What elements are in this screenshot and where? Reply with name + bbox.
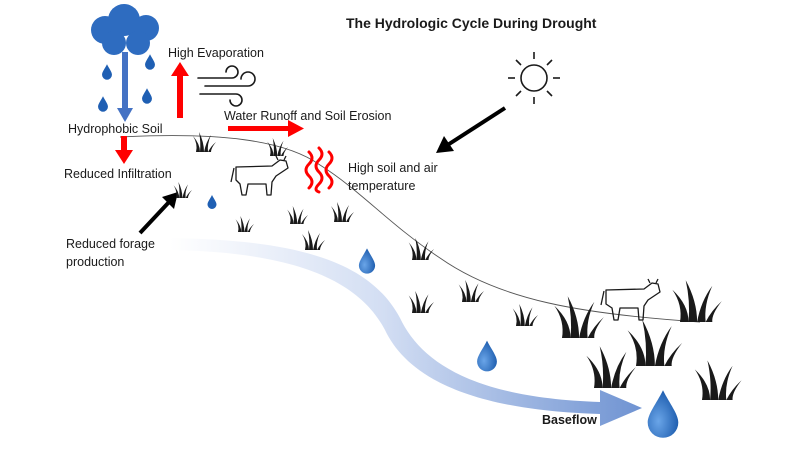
land-surface-line [119, 135, 701, 323]
grass-icon [672, 280, 722, 322]
grass-icon [458, 280, 484, 302]
grass-icon [586, 346, 636, 388]
label-hydrophobic-soil: Hydrophobic Soil [68, 122, 163, 136]
water-drop-icon [207, 195, 217, 209]
diagram-title: The Hydrologic Cycle During Drought [346, 15, 597, 31]
grass-icon [193, 132, 216, 152]
grass-icon [408, 238, 434, 260]
label-reduced-infiltration: Reduced Infiltration [64, 167, 172, 181]
grass-icon [694, 360, 742, 400]
water-drop-icon [142, 88, 152, 104]
grass-icon [331, 202, 354, 222]
grass-icon [302, 230, 325, 250]
heat-waves-icon [304, 146, 334, 194]
forage-arrow [138, 192, 178, 235]
grass-icon [408, 291, 434, 313]
infiltration-arrow [115, 136, 133, 164]
label-forage-2: production [66, 255, 124, 269]
grass-icon [627, 319, 683, 366]
label-runoff: Water Runoff and Soil Erosion [224, 109, 391, 123]
label-baseflow: Baseflow [542, 413, 597, 427]
sun-arrow [436, 106, 507, 153]
cloud-icon [91, 4, 159, 55]
cow-icon [600, 278, 661, 321]
label-temperature-1: High soil and air [348, 161, 438, 175]
label-forage-1: Reduced forage [66, 237, 155, 251]
water-drop-icon [145, 54, 155, 70]
sun-icon [508, 52, 560, 104]
water-drop-icon [102, 64, 112, 80]
label-high-evaporation: High Evaporation [168, 46, 264, 60]
water-drop-icon [647, 390, 679, 438]
cow-icon [230, 155, 289, 196]
runoff-arrow [228, 120, 304, 137]
evaporation-arrow [171, 62, 189, 118]
rain-arrow [117, 52, 133, 122]
water-drop-icon [477, 340, 497, 372]
grass-icon [267, 138, 288, 156]
water-drop-icon [358, 248, 376, 274]
grass-icon [287, 206, 308, 224]
grass-icon [235, 216, 254, 232]
water-drop-icon [98, 96, 108, 112]
grass-icon [554, 296, 604, 338]
label-temperature-2: temperature [348, 179, 415, 193]
baseflow-arrow [170, 238, 642, 426]
grass-icon [512, 304, 538, 326]
wind-icon [197, 65, 256, 107]
